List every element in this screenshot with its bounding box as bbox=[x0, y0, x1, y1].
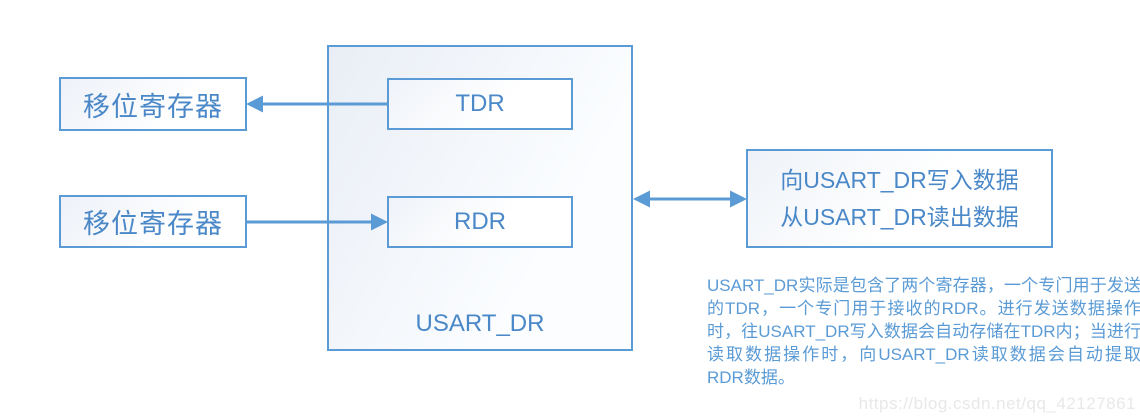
rdr-box: RDR bbox=[387, 196, 573, 248]
io-line-write: 向USART_DR写入数据 bbox=[780, 166, 1019, 193]
explanation-note: USART_DR实际是包含了两个寄存器，一个专门用于发送的TDR，一个专门用于接… bbox=[707, 276, 1140, 387]
shift-register-to-rdr-arrow-icon bbox=[245, 213, 388, 231]
tdr-to-shift-register-arrow-icon bbox=[246, 95, 389, 113]
watermark-url: https://blog.csdn.net/qq_42127861 bbox=[858, 394, 1136, 413]
shift-register-box-bottom: 移位寄存器 bbox=[59, 195, 247, 248]
tdr-box: TDR bbox=[387, 78, 573, 130]
usart-dr-io-arrow-icon bbox=[633, 190, 747, 208]
io-line-read: 从USART_DR读出数据 bbox=[780, 203, 1019, 230]
tdr-label: TDR bbox=[455, 90, 505, 117]
shift-register-label: 移位寄存器 bbox=[83, 209, 223, 239]
shift-register-label: 移位寄存器 bbox=[83, 91, 223, 122]
io-description-box: 向USART_DR写入数据 从USART_DR读出数据 bbox=[746, 149, 1053, 248]
usart-dr-label: USART_DR bbox=[415, 310, 545, 337]
shift-register-box-top: 移位寄存器 bbox=[59, 77, 247, 131]
rdr-label: RDR bbox=[454, 208, 506, 235]
